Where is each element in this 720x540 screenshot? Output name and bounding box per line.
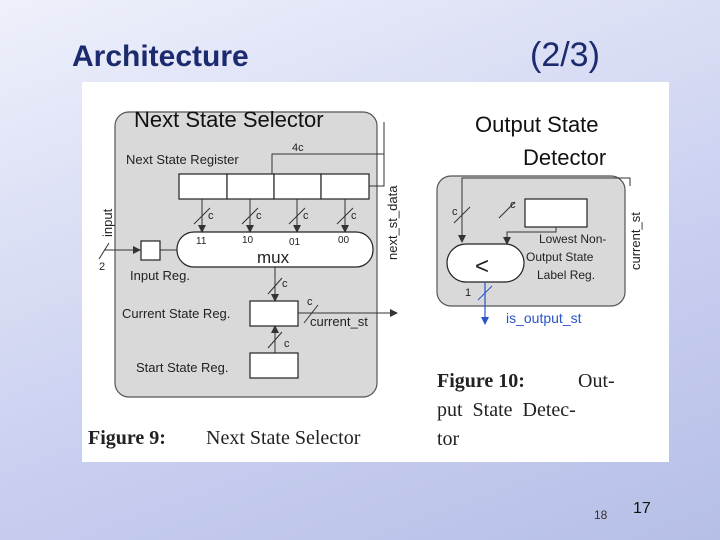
label-4c: 4c — [292, 142, 304, 154]
input-reg-label: Input Reg. — [130, 268, 190, 283]
figure-10-caption-2: put State Detec- — [437, 399, 576, 421]
next-state-register — [178, 173, 370, 200]
c-label-3: c — [303, 210, 309, 222]
mux-input-00: 00 — [338, 235, 350, 246]
start-reg-label: Start State Reg. — [136, 360, 229, 375]
selector-heading: Next State Selector — [134, 107, 324, 132]
slide-title: Architecture — [72, 40, 249, 73]
c-label-1: c — [208, 210, 214, 222]
c-start: c — [284, 338, 290, 350]
current-st-label: current_st — [310, 314, 368, 329]
mux-input-01: 01 — [289, 237, 301, 248]
input-register — [140, 240, 161, 261]
c-reg: c — [510, 199, 516, 211]
c-mux-out: c — [282, 278, 288, 290]
reg-label-line-3: Label Reg. — [537, 268, 595, 282]
c-current: c — [307, 296, 313, 308]
figure-10-caption-3: tor — [437, 428, 460, 450]
register-label: Next State Register — [126, 152, 239, 167]
figure-10-number: Figure 10: — [437, 370, 525, 392]
current-state-register — [249, 300, 299, 327]
figure-9-caption: Next State Selector — [206, 427, 361, 449]
mux-input-11: 11 — [196, 236, 207, 247]
is-output-st-label: is_output_st — [506, 310, 582, 326]
c-left: c — [452, 206, 458, 218]
next-state-selector: Next State Selector Next State Register … — [88, 107, 400, 449]
input-label: input — [100, 208, 115, 237]
register-clock-line — [271, 153, 384, 176]
figure-9-number: Figure 9: — [88, 427, 166, 449]
detector-heading-1: Output State — [475, 112, 599, 137]
lowest-non-output-register — [524, 198, 588, 228]
mux-label: mux — [257, 248, 290, 267]
current-reg-label: Current State Reg. — [122, 306, 230, 321]
slide-number: 17 — [633, 500, 651, 517]
detector-heading-2: Detector — [523, 145, 606, 170]
page-number: 18 — [594, 508, 608, 522]
input-width: 2 — [99, 261, 105, 273]
reg-label-line-2: Output State — [526, 250, 594, 264]
output-width: 1 — [465, 287, 471, 299]
current-st-in-arrow — [458, 177, 631, 243]
slide-part-indicator: (2/3) — [530, 36, 600, 74]
start-state-register — [249, 352, 299, 379]
c-label-4: c — [351, 210, 357, 222]
mux-input-10: 10 — [242, 235, 254, 246]
comparator-symbol: < — [475, 253, 489, 280]
figure-panel: Next State Selector Next State Register … — [82, 82, 669, 462]
architecture-diagram: Next State Selector Next State Register … — [88, 107, 643, 450]
next-st-data-label: next_st_data — [385, 185, 400, 260]
figure-10-caption-1: Out- — [578, 370, 615, 392]
c-label-2: c — [256, 210, 262, 222]
current-st-in-label: current_st — [628, 212, 643, 270]
reg-label-line-1: Lowest Non- — [539, 232, 606, 246]
register-to-mux-arrows — [193, 199, 354, 233]
output-state-detector: Output State Detector Lowest Non- Output… — [436, 112, 643, 450]
